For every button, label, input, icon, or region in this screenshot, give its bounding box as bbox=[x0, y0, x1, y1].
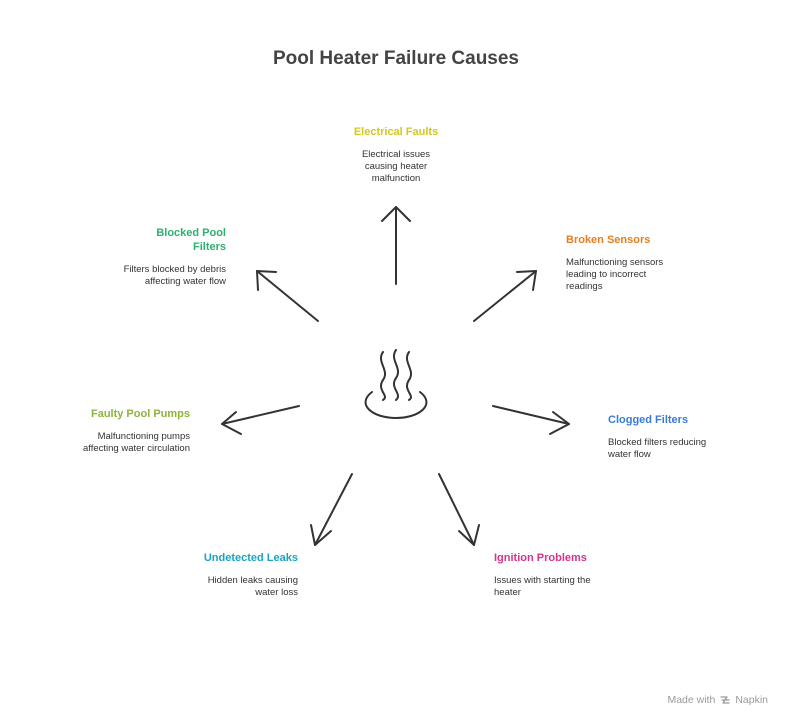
cause-description: Hidden leaks causing water loss bbox=[207, 575, 298, 598]
brand-label: Napkin bbox=[735, 694, 768, 706]
made-with-label: Made with bbox=[667, 694, 716, 706]
cause-blocked-pool-filters: Blocked Pool Filters Filters blocked by … bbox=[116, 226, 226, 288]
cause-ignition-problems: Ignition Problems Issues with starting t… bbox=[494, 551, 609, 599]
cause-title: Broken Sensors bbox=[566, 234, 651, 246]
hot-water-steam-icon bbox=[364, 349, 428, 419]
arrow-clogged-filters bbox=[492, 405, 570, 435]
diagram-title: Pool Heater Failure Causes bbox=[272, 48, 520, 69]
arrow-blocked-pool-filters bbox=[256, 270, 319, 322]
cause-description: Malfunctioning pumps affecting water cir… bbox=[82, 431, 190, 454]
arrow-undetected-leaks bbox=[310, 473, 353, 546]
napkin-logo-icon bbox=[720, 696, 730, 704]
cause-clogged-filters: Clogged Filters Blocked filters reducing… bbox=[608, 413, 718, 461]
cause-title: Undetected Leaks bbox=[203, 552, 298, 564]
napkin-footer[interactable]: Made with Napkin bbox=[667, 694, 768, 706]
cause-electrical-faults: Electrical Faults Electrical issues caus… bbox=[321, 125, 471, 185]
arrow-faulty-pool-pumps bbox=[221, 405, 300, 435]
cause-broken-sensors: Broken Sensors Malfunctioning sensors le… bbox=[566, 233, 676, 293]
cause-description: Blocked filters reducing water flow bbox=[608, 437, 707, 460]
cause-title: Clogged Filters bbox=[608, 414, 689, 426]
arrow-electrical-faults bbox=[381, 206, 411, 285]
cause-description: Malfunctioning sensors leading to incorr… bbox=[566, 257, 664, 292]
cause-description: Filters blocked by debris affecting wate… bbox=[123, 264, 226, 287]
cause-description: Electrical issues causing heater malfunc… bbox=[361, 149, 431, 184]
cause-faulty-pool-pumps: Faulty Pool Pumps Malfunctioning pumps a… bbox=[80, 407, 190, 455]
cause-title: Blocked Pool Filters bbox=[156, 227, 226, 253]
arrow-broken-sensors bbox=[473, 270, 537, 322]
cause-title: Faulty Pool Pumps bbox=[90, 408, 190, 420]
cause-undetected-leaks: Undetected Leaks Hidden leaks causing wa… bbox=[178, 551, 298, 599]
arrow-ignition-problems bbox=[438, 473, 480, 546]
cause-title: Electrical Faults bbox=[353, 126, 439, 138]
cause-description: Issues with starting the heater bbox=[494, 575, 591, 598]
cause-title: Ignition Problems bbox=[494, 552, 587, 564]
